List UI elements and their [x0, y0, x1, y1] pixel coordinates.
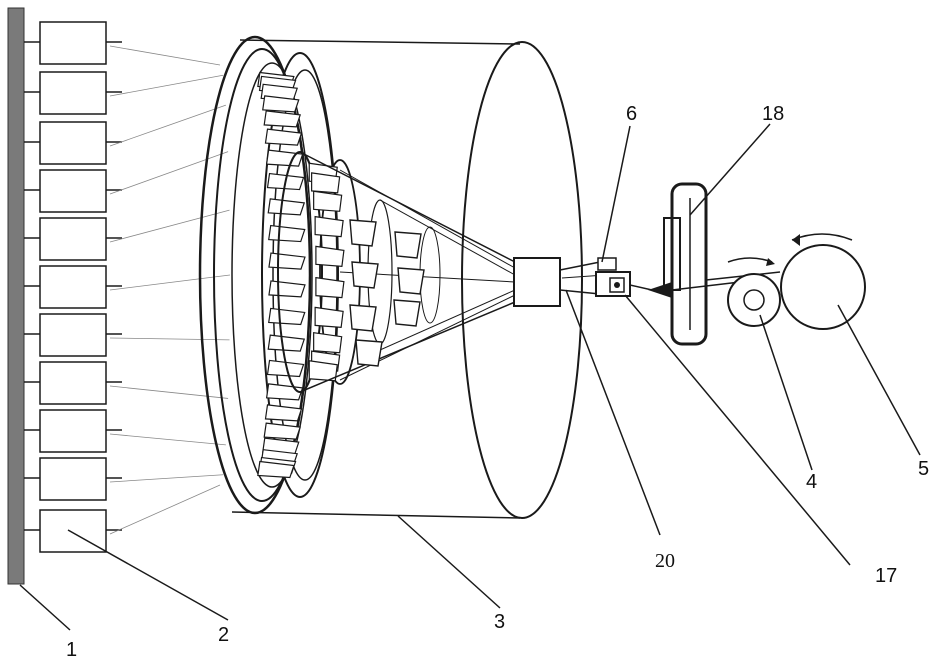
- bobbin-unit-rack: [24, 22, 122, 552]
- bobbin-unit: [24, 458, 122, 500]
- leader-lines: [20, 124, 920, 630]
- bobbin-unit: [24, 218, 122, 260]
- twist-unit-small: [598, 258, 616, 270]
- bobbin-unit: [24, 362, 122, 404]
- bobbin-unit: [24, 170, 122, 212]
- small-roller: [728, 258, 780, 326]
- label-17: 17: [875, 565, 897, 587]
- outer-ring-teeth: [258, 72, 305, 477]
- label-1: 1: [66, 639, 77, 661]
- bobbin-unit: [24, 72, 122, 114]
- convergence-box: [514, 258, 560, 306]
- label-2: 2: [218, 624, 229, 646]
- twisting-head: [560, 258, 652, 296]
- bobbin-unit: [24, 122, 122, 164]
- label-20: 20: [655, 550, 675, 572]
- bobbin-unit: [24, 266, 122, 308]
- winding-roller: [781, 234, 865, 329]
- bobbin-unit: [24, 510, 122, 552]
- base-wall: [8, 8, 24, 584]
- bobbin-unit: [24, 314, 122, 356]
- label-4: 4: [806, 471, 817, 493]
- label-5: 5: [918, 458, 929, 480]
- label-6: 6: [626, 103, 637, 125]
- label-18: 18: [762, 103, 784, 125]
- bobbin-unit: [24, 22, 122, 64]
- bobbin-unit: [24, 410, 122, 452]
- label-3: 3: [494, 611, 505, 633]
- yarn-feed-lines: [110, 46, 230, 534]
